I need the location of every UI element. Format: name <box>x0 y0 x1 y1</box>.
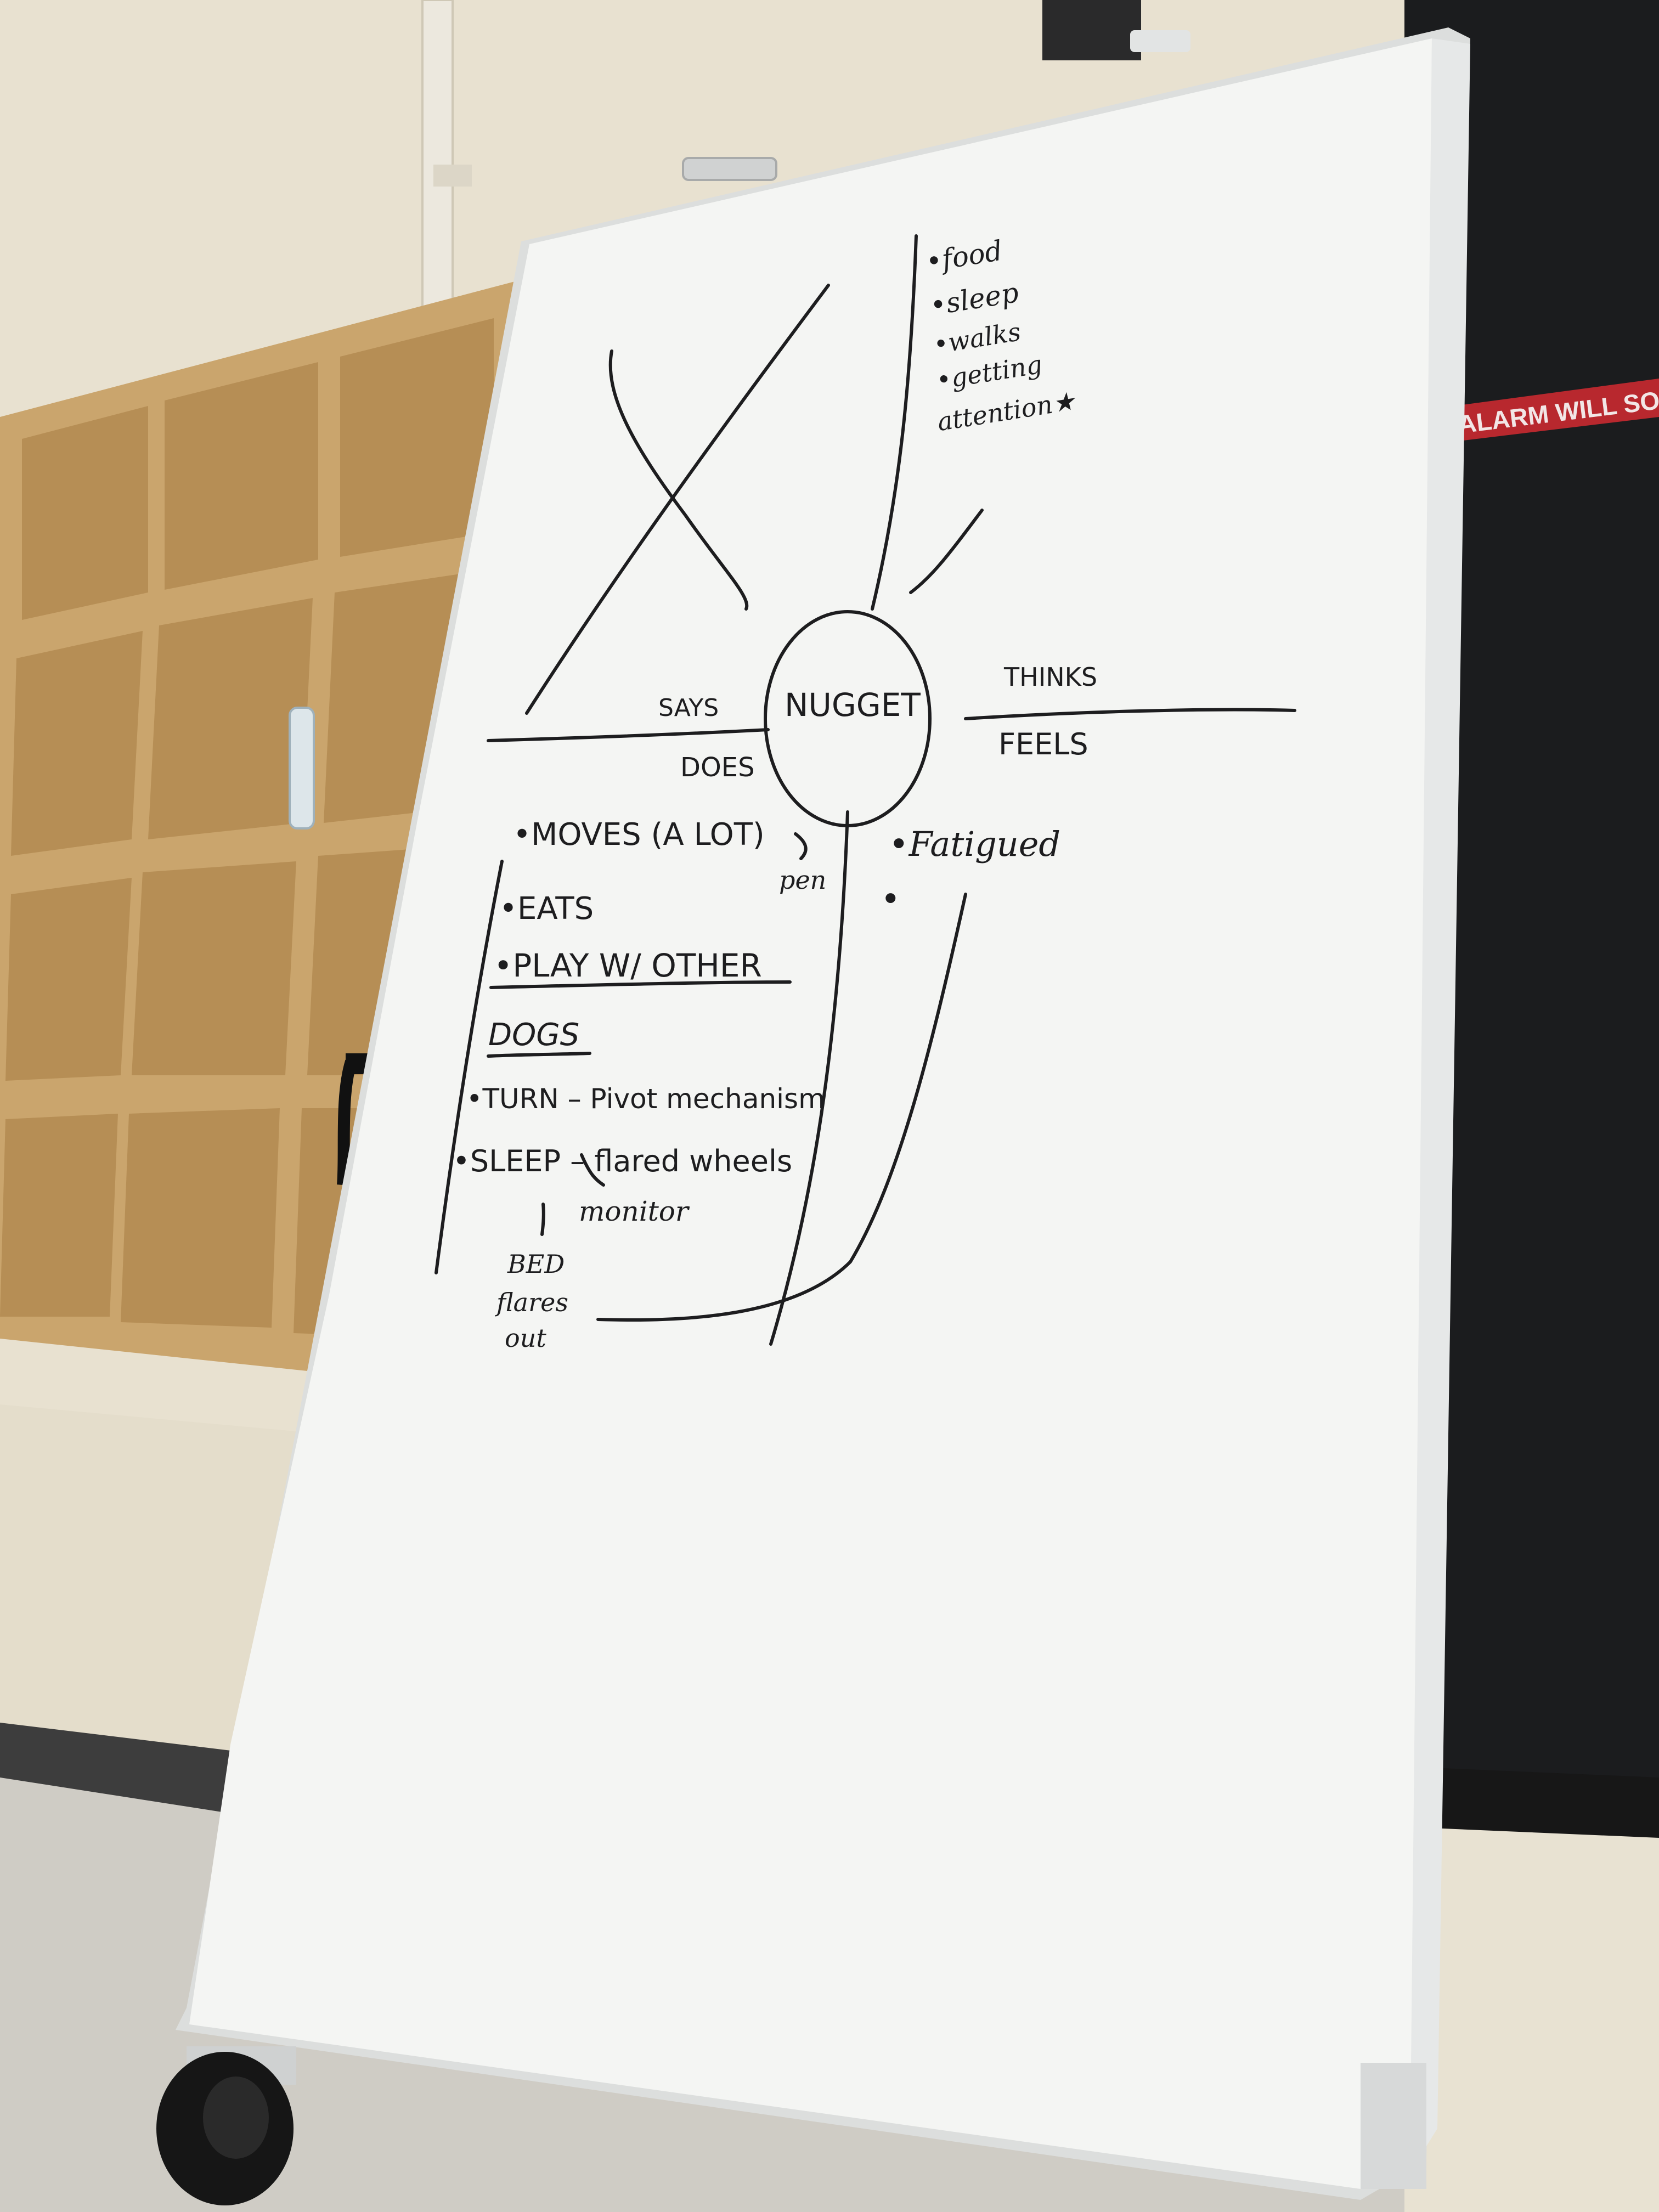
dark-door <box>1075 0 1659 1843</box>
whiteboard-surface <box>189 38 1432 2189</box>
pipe-bracket <box>433 165 472 187</box>
wall-pipe <box>421 0 454 308</box>
center-label: NUGGET <box>785 686 921 724</box>
board-top-clip <box>1130 30 1190 52</box>
thinks-label: THINKS <box>1003 662 1097 692</box>
feels-item: •Fatigued <box>889 824 1060 864</box>
does-item: •TURN – Pivot mechanism <box>466 1083 825 1115</box>
board-clip <box>682 157 777 181</box>
board-caster-wheel <box>156 2046 296 2205</box>
feels-label: FEELS <box>998 727 1088 761</box>
right-wall-trim <box>1404 1767 1659 1838</box>
does-item: •PLAY W/ OTHER <box>494 947 762 984</box>
board-side-edge <box>1410 38 1470 2172</box>
does-label: DOES <box>680 752 755 783</box>
right-lower-wall <box>1404 1810 1659 2212</box>
does-item: DOGS <box>488 1017 579 1053</box>
board-stand-foot <box>1361 2063 1426 2189</box>
feels-list: •Fatigued • <box>881 824 1060 919</box>
door-frame-top <box>1042 0 1141 60</box>
monitor-note: monitor <box>579 1195 690 1227</box>
does-list: •MOVES (A LOT) pen •EATS •PLAY W/ OTHER … <box>453 817 826 1353</box>
alarm-sign <box>1454 379 1659 442</box>
empathy-map-lines <box>435 234 1296 1346</box>
feels-item: • <box>881 879 901 919</box>
water-bottle <box>289 707 315 830</box>
does-item: •EATS <box>499 891 594 927</box>
bed-note: BED <box>507 1249 565 1279</box>
pen-note: pen <box>779 865 826 895</box>
bed-note: out <box>505 1323 546 1353</box>
says-label: SAYS <box>658 694 719 722</box>
center-circle <box>764 610 932 827</box>
bag-strap <box>337 1059 357 1186</box>
does-item: •MOVES (A LOT) <box>513 817 765 853</box>
does-item: •SLEEP – flared wheels <box>453 1144 792 1178</box>
bed-note: flares <box>495 1288 568 1317</box>
